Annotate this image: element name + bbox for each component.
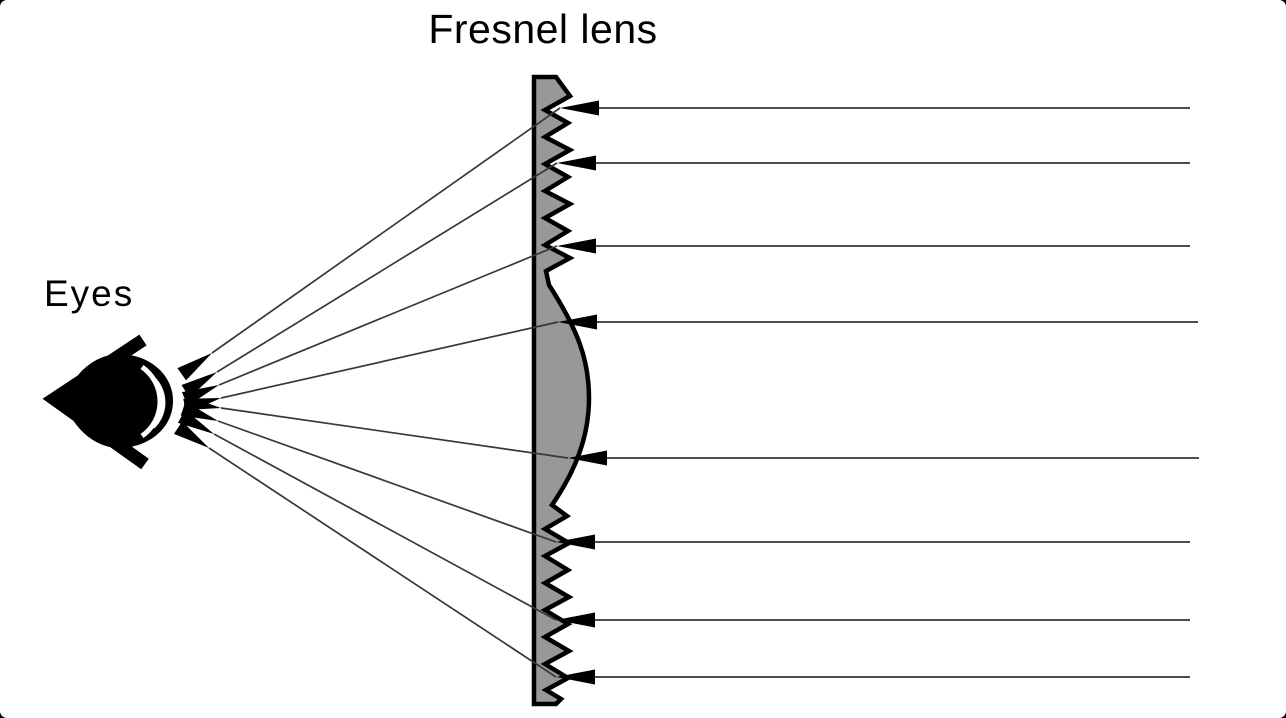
eyeball-highlight-outer — [140, 364, 163, 439]
eye-label: Eyes — [44, 273, 134, 314]
eyeball — [64, 353, 173, 449]
fresnel-lens-body — [531, 74, 592, 707]
eye-icon — [42, 334, 173, 470]
refracted-ray-line — [220, 321, 559, 399]
eyeball-highlight-inner — [151, 376, 166, 429]
light-rays-layer — [173, 100, 1199, 685]
refracted-ray-line — [211, 107, 561, 354]
refracted-ray-line — [208, 447, 557, 678]
refracted-ray-arrowhead — [177, 353, 212, 381]
incoming-ray-arrowhead — [556, 669, 595, 685]
incoming-ray-arrowhead — [557, 155, 596, 171]
incoming-ray-arrowhead — [568, 450, 607, 466]
refracted-ray-arrowhead — [177, 409, 214, 434]
incoming-ray-arrowhead — [560, 100, 599, 116]
lens-title: Fresnel lens — [428, 6, 657, 52]
refracted-ray-arrowhead — [173, 421, 209, 448]
incoming-ray-arrowhead — [556, 534, 595, 550]
refracted-ray-line — [218, 245, 558, 386]
refracted-ray-line — [217, 420, 557, 543]
incoming-ray-arrowhead — [558, 314, 597, 330]
incoming-ray-arrowhead — [556, 612, 595, 628]
incoming-ray-arrowhead — [557, 238, 596, 254]
refracted-ray-line — [216, 162, 558, 373]
refracted-ray-line — [213, 433, 557, 621]
refracted-ray-line — [220, 407, 569, 459]
